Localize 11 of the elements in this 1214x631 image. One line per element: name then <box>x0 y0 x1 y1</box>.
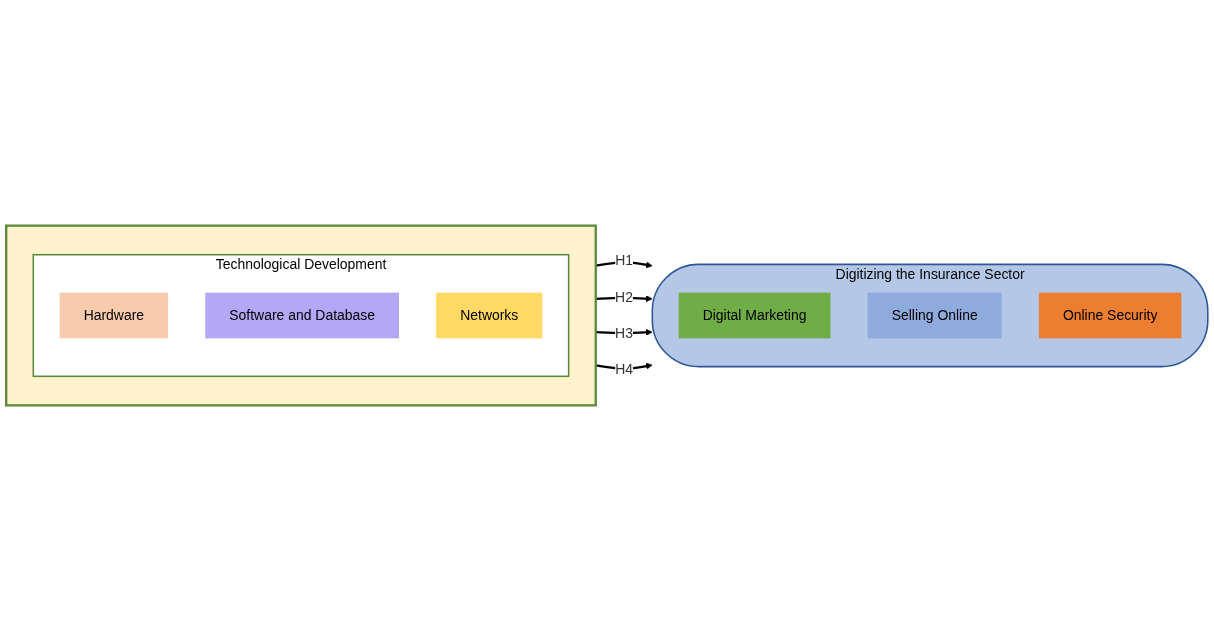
node-box: Selling Online <box>867 292 1002 339</box>
edge-label: H3 <box>615 325 633 342</box>
node-box: Networks <box>436 292 543 339</box>
edge-label: H4 <box>615 361 633 378</box>
node-box: Software and Database <box>205 292 399 339</box>
edge-label: H1 <box>615 252 633 269</box>
node-box: Digital Marketing <box>678 292 831 339</box>
cluster <box>5 224 597 407</box>
edge-label: H2 <box>615 289 633 305</box>
node-box: Hardware <box>59 292 169 339</box>
node-box: Online Security <box>1038 292 1182 339</box>
